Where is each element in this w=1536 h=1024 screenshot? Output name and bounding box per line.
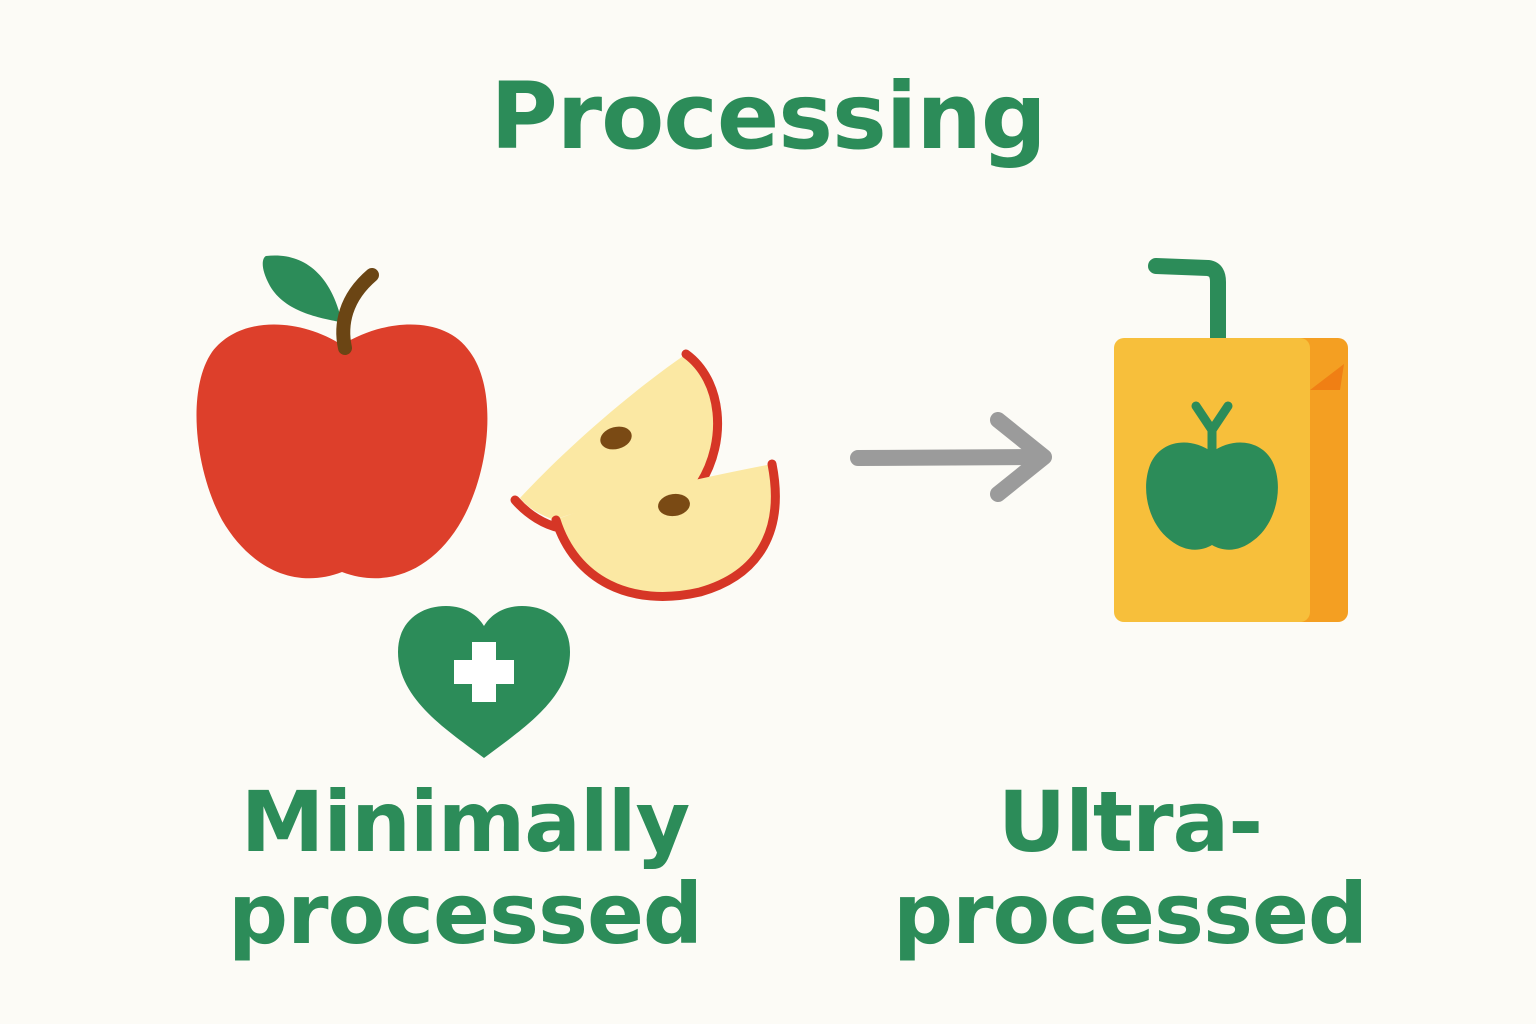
arrow-right-icon [850,412,1052,502]
apple-icon [196,255,488,579]
minimally-processed-label: Minimally processed [200,776,730,960]
label-line: processed [892,865,1368,963]
apple-seed [658,493,690,517]
juice-box-apple-stem [1191,401,1233,455]
label-line: Ultra- [997,773,1263,871]
ultra-processed-label: Ultra- processed [870,776,1390,960]
arrow-head [990,412,1052,502]
apple-leaf [262,255,342,322]
apple-body [196,324,488,579]
juice-box-side-fold [1310,364,1344,390]
heart-plus-icon [398,606,570,758]
apple-slice-back-rind [681,349,722,489]
label-line: Minimally [240,773,691,871]
juice-box-icon [1114,258,1348,622]
arrow-shaft [850,449,1048,466]
juice-box-apple-body [1146,442,1278,550]
apple-stem [336,268,379,355]
juice-straw [1148,258,1226,348]
apple-slices-icon [510,349,780,601]
label-line: processed [227,865,703,963]
apple-seed [600,426,632,450]
plus-icon [454,642,514,702]
apple-slice-front-rind [551,459,780,601]
apple-slice-front-flesh [555,464,776,597]
diagram-title: Processing [490,63,1046,170]
